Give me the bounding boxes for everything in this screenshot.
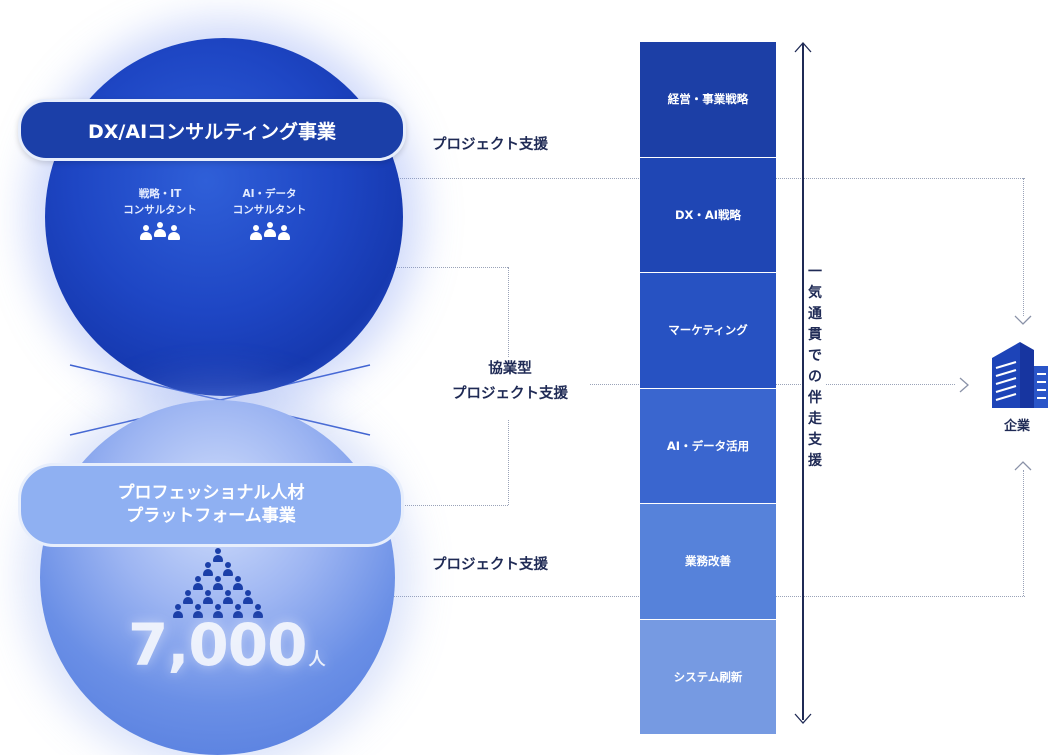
stack-segment-label: システム刷新 <box>673 669 743 684</box>
stack-segment-label: 経営・事業戦略 <box>667 92 749 107</box>
people-icon <box>222 221 317 242</box>
people-pyramid-icon <box>160 548 280 628</box>
label-collab-project-support: 協業型 プロジェクト支援 <box>430 357 590 408</box>
talent-title-line1: プロフェッショナル人材 <box>117 483 305 504</box>
talent-platform-title: プロフェッショナル人材 プラットフォーム事業 <box>18 463 404 547</box>
role-line1: 戦略・IT <box>138 188 182 200</box>
chevron-up-icon <box>1014 461 1032 471</box>
label-collab-line1: 協業型 <box>488 361 532 377</box>
talent-count-value: 7,000 <box>128 611 307 679</box>
company-label: 企業 <box>1004 419 1031 434</box>
stack-segment-label: マーケティング <box>668 323 748 338</box>
role-line1: AI・データ <box>242 188 297 200</box>
role-line2: コンサルタント <box>232 204 307 217</box>
people-icon <box>115 221 205 242</box>
stack-segment: 経営・事業戦略 <box>640 42 776 158</box>
role-ai-data: AI・データ コンサルタント <box>222 186 317 242</box>
stack-segment: 業務改善 <box>640 504 776 620</box>
stack-segment: AI・データ活用 <box>640 388 776 504</box>
connector-bottom-rise <box>1023 470 1024 596</box>
building-icon <box>992 342 1048 408</box>
bracket-top <box>370 267 508 268</box>
stack-segment: システム刷新 <box>640 619 776 735</box>
connector-top-drop <box>1023 178 1024 316</box>
through-support-line <box>802 44 804 720</box>
role-line2: コンサルタント <box>123 204 197 217</box>
label-collab-line2: プロジェクト支援 <box>452 386 568 403</box>
consulting-title-text: DX/AIコンサルティング事業 <box>88 120 336 143</box>
stack-segment-label: DX・AI戦略 <box>674 207 742 222</box>
stack-segment: マーケティング <box>640 273 776 389</box>
stack-segment: DX・AI戦略 <box>640 157 776 273</box>
consulting-circle <box>45 38 403 396</box>
label-project-support-top: プロジェクト支援 <box>432 137 548 153</box>
through-support-text: 一気通貫での伴走支援 <box>804 262 826 472</box>
role-strategy-it: 戦略・IT コンサルタント <box>115 186 205 242</box>
label-project-support-bottom: プロジェクト支援 <box>432 557 548 573</box>
service-stack: 経営・事業戦略 DX・AI戦略マーケティング AI・データ活用業務改善システム刷新 <box>640 42 776 735</box>
chevron-right-icon <box>959 377 969 393</box>
stack-segment-label: 業務改善 <box>685 554 731 569</box>
bracket-vertical-lower <box>508 420 509 505</box>
stack-segment-label: AI・データ活用 <box>666 438 750 453</box>
bracket-vertical <box>508 267 509 363</box>
talent-count-unit: 人 <box>308 650 325 670</box>
arrow-up-icon <box>794 42 812 53</box>
chevron-down-icon <box>1014 315 1032 325</box>
talent-title-line2: プラットフォーム事業 <box>126 506 296 526</box>
arrow-down-icon <box>794 713 812 724</box>
consulting-title: DX/AIコンサルティング事業 <box>18 99 406 161</box>
bracket-bottom <box>370 505 508 506</box>
